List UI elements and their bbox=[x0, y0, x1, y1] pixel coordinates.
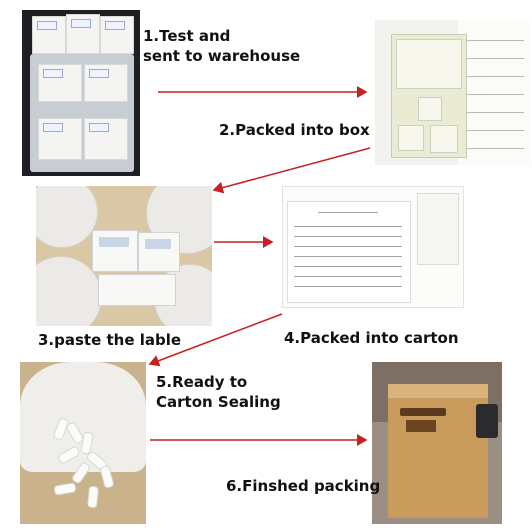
cotton-pack bbox=[84, 118, 128, 160]
cotton-pack bbox=[100, 16, 134, 54]
carton bbox=[388, 384, 488, 518]
cotton-pad bbox=[396, 39, 462, 89]
packing-tape bbox=[388, 384, 488, 398]
photo-open-carton-with-swabs bbox=[20, 362, 146, 524]
step-2-label: 2.Packed into box bbox=[219, 121, 370, 139]
photo-sealed-carton bbox=[372, 362, 502, 524]
box bbox=[391, 34, 467, 158]
cotton-pad bbox=[418, 97, 442, 121]
swab-pack bbox=[98, 274, 176, 306]
step-6-label: 6.Finshed packing bbox=[226, 477, 381, 495]
cotton-pack bbox=[84, 64, 128, 102]
labeled-pack bbox=[92, 230, 138, 272]
photo-cotton-trays bbox=[22, 10, 140, 176]
cotton-pack bbox=[38, 64, 82, 102]
label-card bbox=[417, 193, 459, 265]
step-5-label: 5.Ready to Carton Sealing bbox=[156, 373, 281, 411]
photo-packing-documents bbox=[282, 186, 464, 308]
step-3-label: 3.paste the lable bbox=[38, 331, 182, 349]
cotton-pack bbox=[32, 16, 66, 54]
cotton-pack bbox=[38, 118, 82, 160]
brand-logo bbox=[400, 408, 454, 434]
paper-sheet bbox=[458, 20, 530, 165]
arrow-step2-to-step3 bbox=[212, 147, 371, 194]
labeled-pack bbox=[138, 232, 180, 272]
photo-labeled-packs-in-bubble-wrap bbox=[36, 186, 212, 326]
photo-box-with-pads bbox=[375, 20, 530, 165]
document bbox=[287, 201, 411, 303]
step-1-label: 1.Test and sent to warehouse bbox=[143, 27, 301, 65]
cotton-pad bbox=[398, 125, 424, 151]
step-4-label: 4.Packed into carton bbox=[284, 329, 459, 347]
tape-dispenser bbox=[476, 404, 498, 438]
cotton-pad bbox=[430, 125, 458, 153]
cotton-pack bbox=[66, 14, 100, 54]
